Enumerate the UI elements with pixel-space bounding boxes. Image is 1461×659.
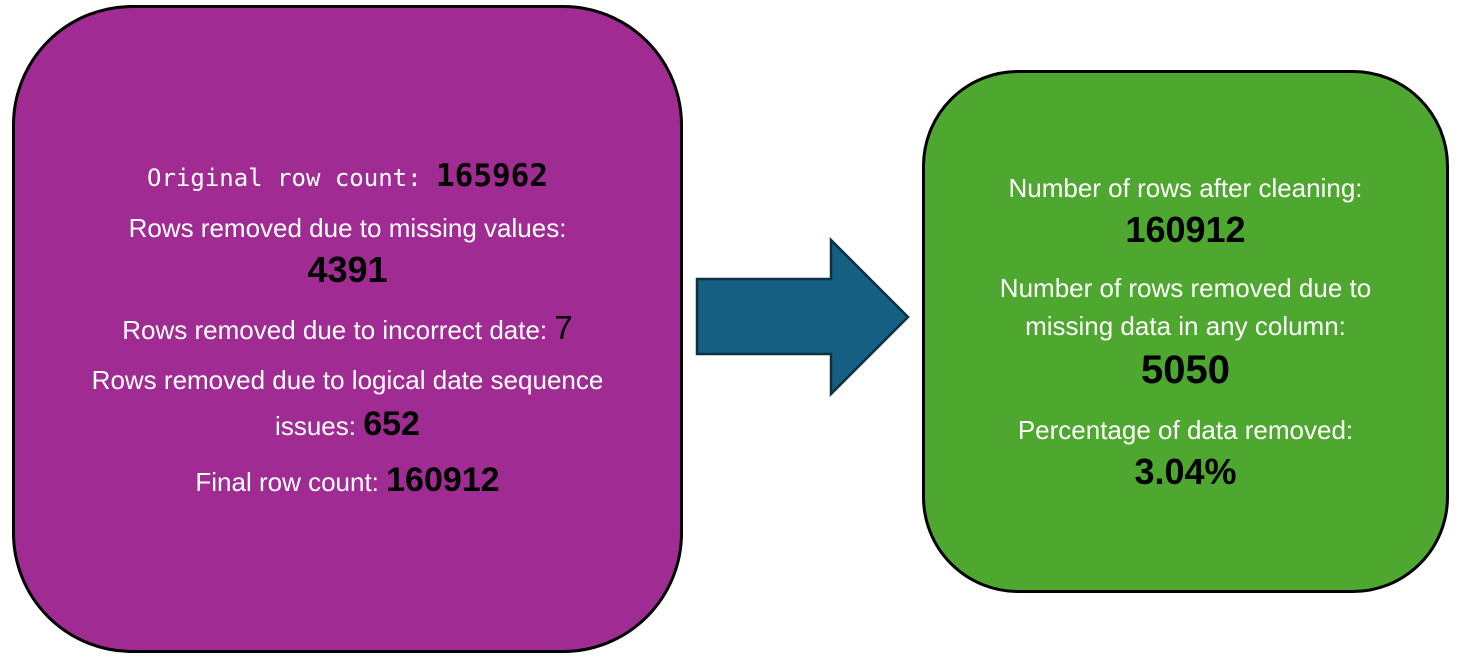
original-row-count-value: 165962 [436, 158, 548, 194]
original-row-count-label: Original row count: [147, 164, 422, 192]
percentage-removed-value: 3.04% [1134, 450, 1237, 492]
logical-date-label-line2: issues: [275, 411, 356, 441]
rows-removed-value: 5050 [1141, 347, 1230, 392]
missing-values-label: Rows removed due to missing values: [128, 213, 567, 243]
logical-date-row: issues: 652 [275, 405, 420, 445]
arrow-shape [695, 237, 910, 397]
cleaning-summary-box: Number of rows after cleaning: 160912 Nu… [922, 70, 1449, 593]
final-row-count: Final row count: 160912 [195, 461, 499, 501]
incorrect-date-label: Rows removed due to incorrect date: [122, 315, 548, 345]
missing-values-count: 4391 [307, 249, 388, 290]
incorrect-date-row: Rows removed due to incorrect date: 7 [122, 309, 572, 349]
original-row-count: Original row count: 165962 [147, 157, 548, 197]
rows-removed-label-line2: missing data in any column: [1025, 310, 1346, 341]
logical-date-label-line1: Rows removed due to logical date sequenc… [91, 365, 604, 395]
logical-date-count: 652 [363, 405, 420, 443]
rows-removed-label-line1: Number of rows removed due to [999, 272, 1372, 303]
percentage-removed-label: Percentage of data removed: [1017, 414, 1354, 445]
right-arrow-icon [695, 237, 910, 397]
final-row-count-label: Final row count: [195, 467, 379, 497]
rows-after-cleaning-value: 160912 [1125, 208, 1246, 250]
data-cleaning-steps-box: Original row count: 165962 Rows removed … [12, 5, 683, 653]
rows-after-cleaning-label: Number of rows after cleaning: [1008, 172, 1363, 203]
incorrect-date-count: 7 [554, 309, 573, 346]
final-row-count-value: 160912 [386, 461, 500, 499]
